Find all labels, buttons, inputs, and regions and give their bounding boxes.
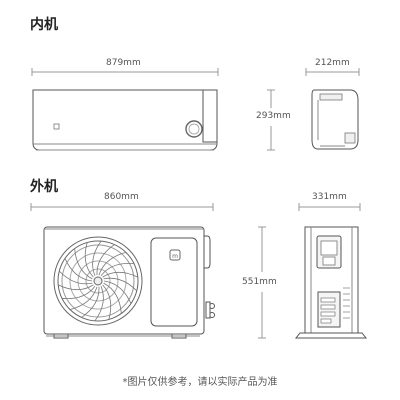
fan-blade (59, 270, 93, 285)
fan-blade (81, 286, 100, 318)
indoor-right-panel (202, 89, 218, 143)
outdoor-depth-label: 331mm (312, 192, 347, 202)
indoor-control-dial-icon (185, 120, 203, 138)
fan-blade (103, 280, 132, 304)
outdoor-width-dimension (30, 203, 214, 211)
footnote-disclaimer: *图片仅供参考，请以实际产品为准 (122, 377, 278, 388)
indoor-depth-dimension (305, 68, 360, 76)
fan-blade (102, 284, 112, 320)
fan-blade (64, 258, 93, 282)
fan-blade (96, 244, 115, 276)
outdoor-height-label: 551mm (242, 277, 277, 287)
fan-blade (74, 248, 93, 280)
indoor-width-dimension (31, 68, 219, 76)
outdoor-logo-icon (169, 249, 181, 261)
fan-blade (103, 282, 122, 314)
fan-blade (102, 271, 138, 278)
fan-blade (103, 277, 137, 292)
fan-blade (61, 285, 96, 299)
fan-blade (92, 240, 102, 276)
indoor-unit-side-view (305, 68, 360, 150)
fan-blade (69, 286, 98, 310)
outdoor-height-dimension (258, 226, 266, 339)
outdoor-fan-blades (58, 240, 138, 322)
fan-blade (98, 252, 127, 276)
outdoor-unit-side-view (294, 226, 368, 339)
indoor-unit-front-view (31, 68, 219, 151)
outdoor-right-panel (150, 237, 198, 327)
indoor-unit-title: 内机 (30, 17, 58, 33)
fan-blade (58, 284, 94, 291)
outdoor-fan-grille (53, 236, 143, 326)
indoor-height-dimension (267, 89, 275, 151)
fan-blade (94, 286, 104, 322)
indoor-width-label: 879mm (106, 58, 141, 68)
svg-text:m: m (172, 253, 178, 260)
outdoor-width-label: 860mm (104, 192, 139, 202)
fan-blade (100, 263, 135, 277)
indoor-unit-body (32, 89, 218, 151)
outdoor-unit-front-view: m (43, 226, 215, 339)
indoor-logo-icon (53, 123, 60, 130)
outdoor-unit-title: 外机 (30, 179, 58, 195)
indoor-height-label: 293mm (256, 111, 291, 121)
fan-blade (84, 242, 94, 278)
outdoor-depth-dimension (298, 203, 361, 211)
indoor-depth-label: 212mm (315, 58, 350, 68)
